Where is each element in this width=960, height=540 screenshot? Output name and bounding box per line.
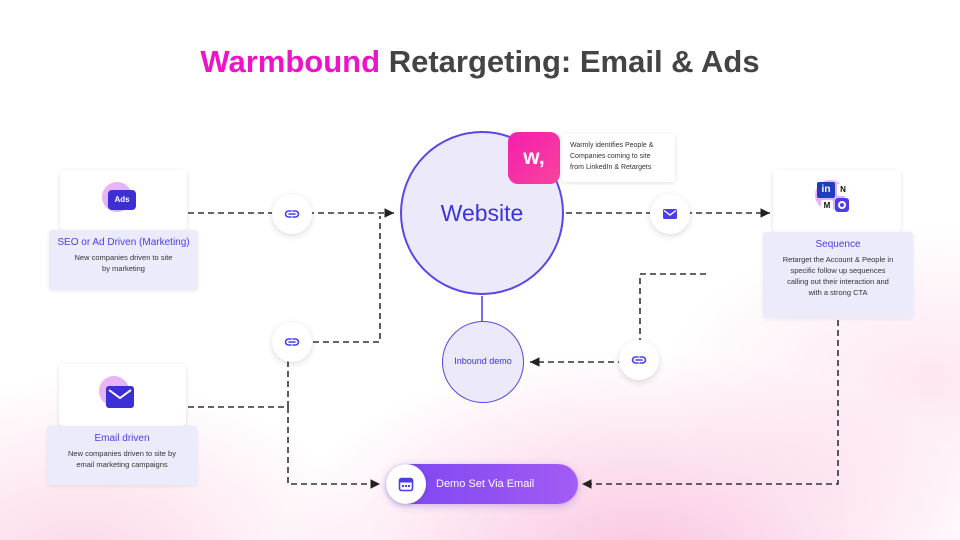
demo-set-label: Demo Set Via Email (436, 478, 535, 490)
email-card-title: Email driven (94, 433, 150, 444)
linkedin-logo: in (817, 182, 835, 198)
inbound-demo-node (442, 321, 524, 403)
sequence-desc-line: calling out their interaction and (787, 277, 889, 286)
link-icon (284, 338, 300, 346)
envelope-icon (99, 376, 139, 416)
link-icon-button (619, 340, 659, 380)
website-label: Website (440, 200, 524, 226)
link-icon (284, 210, 300, 218)
seo-card-desc: New companies driven to site by marketin… (59, 252, 188, 274)
email-card: Email driven New companies driven to sit… (47, 426, 197, 485)
mail-icon (663, 209, 677, 219)
sequence-card-desc: Retarget the Account & People in specifi… (773, 254, 903, 298)
email-to-demo-line (287, 407, 380, 489)
sequence-to-demo-line (582, 320, 839, 489)
calendar-icon (398, 477, 414, 492)
demo-set-via-email: Demo Set Via Email (386, 464, 578, 504)
link-icon-button (272, 194, 312, 234)
warmly-note-line: from LinkedIn & Retargets (570, 164, 652, 171)
inbound-demo-label: Inbound demo (454, 356, 512, 366)
seo-desc-line: New companies driven to site (74, 253, 173, 262)
seo-card-header: Ads (60, 170, 187, 230)
sequence-card-title: Sequence (815, 239, 861, 250)
link-icon (631, 356, 647, 364)
seo-card: SEO or Ad Driven (Marketing) New compani… (49, 230, 198, 290)
email-card-header (59, 364, 186, 426)
n-logo: N (837, 184, 849, 196)
sequence-card: Sequence Retarget the Account & People i… (763, 232, 913, 318)
seo-desc-line: by marketing (102, 264, 145, 273)
ads-icon: Ads (102, 182, 142, 222)
sequence-desc-line: specific follow up sequences (790, 266, 886, 275)
warmly-note-line: Companies coming to site (570, 153, 651, 160)
link-icon-button (272, 322, 312, 362)
warmly-note: Warmly identifies People & Companies com… (562, 134, 675, 182)
m-logo: M (821, 200, 833, 212)
sequence-to-inbound-line (530, 273, 706, 367)
email-card-desc: New companies driven to site by email ma… (57, 448, 187, 470)
warmly-logo: w, (508, 132, 560, 184)
sequence-desc-line: with a strong CTA (808, 288, 868, 297)
o-logo (835, 198, 849, 212)
calendar-icon-wrap (386, 464, 426, 504)
mail-icon-button (650, 194, 690, 234)
email-desc-line: New companies driven to site by (68, 449, 176, 458)
page-title: Warmbound Retargeting: Email & Ads (0, 44, 960, 80)
title-brand: Warmbound (200, 44, 381, 79)
sequence-logos-icon: in N M (815, 180, 855, 220)
sequence-card-header: in N M (773, 170, 901, 232)
email-to-website-line (188, 216, 381, 408)
title-rest: Retargeting: Email & Ads (388, 44, 760, 79)
ads-badge: Ads (108, 190, 136, 210)
seo-card-title: SEO or Ad Driven (Marketing) (57, 237, 190, 248)
email-desc-line: email marketing campaigns (76, 460, 168, 469)
warmly-note-line: Warmly identifies People & (570, 142, 654, 149)
sequence-desc-line: Retarget the Account & People in (782, 255, 894, 264)
